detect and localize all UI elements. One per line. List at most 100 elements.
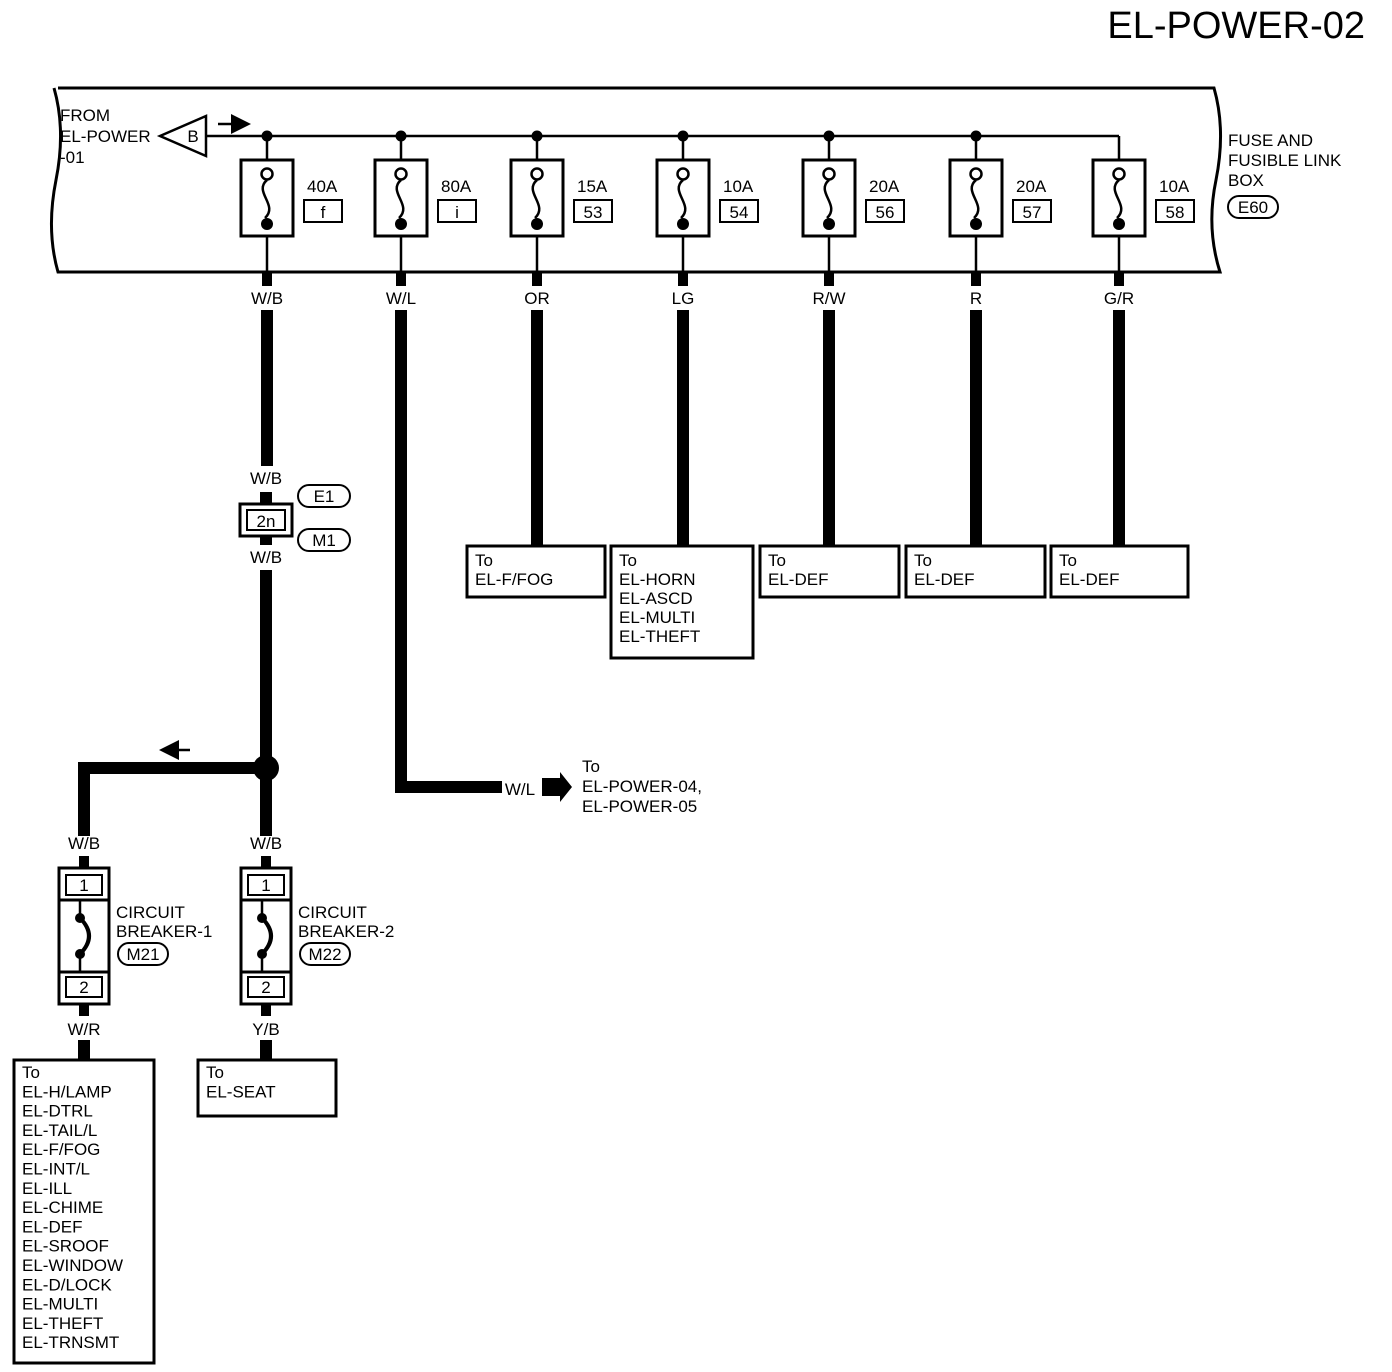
destination-label: EL-SEAT bbox=[206, 1082, 276, 1101]
fuse-terminal-top bbox=[394, 167, 408, 181]
wire-color-label: OR bbox=[524, 289, 550, 308]
breaker-contact bbox=[75, 949, 85, 959]
fuse-rating: 80A bbox=[441, 177, 472, 196]
breaker-connector-oval bbox=[117, 942, 169, 966]
breaker-connector-oval bbox=[299, 942, 351, 966]
fuse-id-box bbox=[303, 199, 343, 223]
destination-box-frame bbox=[904, 544, 1047, 599]
joint-connector-oval-e1 bbox=[297, 484, 351, 508]
destination-label: EL-DEF bbox=[768, 570, 828, 589]
fuse-terminal-top bbox=[969, 167, 983, 181]
wire-color-label: LG bbox=[672, 289, 695, 308]
destination-label: EL-INT/L bbox=[22, 1160, 90, 1179]
fuse-terminal-bottom bbox=[823, 218, 835, 230]
fuse-box-label: FUSE AND bbox=[1228, 131, 1313, 150]
fuse-element bbox=[1113, 179, 1123, 219]
destination-label: EL-THEFT bbox=[619, 627, 700, 646]
fuse-element bbox=[823, 179, 833, 219]
breaker-pin-box bbox=[247, 874, 285, 896]
destination-label: EL-ILL bbox=[22, 1179, 72, 1198]
fuse-terminal-top bbox=[1112, 167, 1126, 181]
fuse-element bbox=[677, 179, 687, 219]
destination-label: EL-D/LOCK bbox=[22, 1275, 112, 1294]
breaker-body bbox=[57, 898, 111, 974]
joint-wire-bottom: W/B bbox=[250, 548, 282, 567]
breaker-wire-out: Y/B bbox=[252, 1020, 279, 1039]
joint-wire-top: W/B bbox=[250, 469, 282, 488]
fuse-box-connector-oval bbox=[1227, 195, 1279, 219]
wire-color-label: W/B bbox=[251, 289, 283, 308]
destination-label: EL-F/FOG bbox=[475, 570, 553, 589]
fuse-rating: 20A bbox=[1016, 177, 1047, 196]
wire-color-label: R bbox=[970, 289, 982, 308]
destination-label: EL-F/FOG bbox=[22, 1140, 100, 1159]
wl-output-dest: EL-POWER-05 bbox=[582, 797, 697, 816]
fuse-rating: 15A bbox=[577, 177, 608, 196]
destination-label: EL-ASCD bbox=[619, 589, 693, 608]
destination-label: EL-SROOF bbox=[22, 1237, 109, 1256]
breaker-name: CIRCUIT bbox=[298, 903, 367, 922]
wire-wb-branch bbox=[78, 762, 266, 836]
fuse-rating: 40A bbox=[307, 177, 338, 196]
destination-box-frame bbox=[12, 1058, 156, 1365]
breaker-wire-in: W/B bbox=[250, 834, 282, 853]
joint-connector-oval-m1 bbox=[297, 528, 351, 552]
fuse-terminal-bottom bbox=[970, 218, 982, 230]
fuse-id-box bbox=[437, 199, 477, 223]
destination-box-frame bbox=[758, 544, 901, 599]
fuse-box-outline bbox=[50, 86, 1223, 274]
destination-label: EL-MULTI bbox=[619, 608, 695, 627]
fuse-element bbox=[970, 179, 980, 219]
fuse-id-box bbox=[1012, 199, 1052, 223]
fuse-f: 40A fW/B bbox=[239, 130, 343, 308]
fuse-rating: 10A bbox=[1159, 177, 1190, 196]
fuse-id: 56 bbox=[876, 203, 895, 222]
splice-dot bbox=[253, 755, 279, 781]
fuse-id-box bbox=[1155, 199, 1195, 223]
destination-box-frame bbox=[1049, 544, 1190, 599]
fuse-terminal-top bbox=[676, 167, 690, 181]
fuse-box-label: FUSIBLE LINK bbox=[1228, 151, 1342, 170]
destination-label: EL-TRNSMT bbox=[22, 1333, 119, 1352]
breaker-wire-out: W/R bbox=[67, 1020, 100, 1039]
breaker-body bbox=[239, 898, 293, 974]
fuse-terminal-top bbox=[822, 167, 836, 181]
destination-label: To bbox=[619, 551, 637, 570]
destination-label: EL-DEF bbox=[914, 570, 974, 589]
fuse-rating: 10A bbox=[723, 177, 754, 196]
fuse-id: f bbox=[321, 203, 326, 222]
destination-label: EL-DEF bbox=[22, 1217, 82, 1236]
fuses: 40AfW/B80AiW/L15A53OR10A54LG20A56R/W20A5… bbox=[239, 130, 1195, 308]
wire-color-label: R/W bbox=[812, 289, 845, 308]
destination-boxes: ToEL-F/FOGToEL-HORNEL-ASCDEL-MULTIEL-THE… bbox=[465, 544, 1190, 660]
destination-box-frame bbox=[465, 544, 607, 599]
destination-label: EL-H/LAMP bbox=[22, 1082, 112, 1101]
destination-label: To bbox=[914, 551, 932, 570]
destination-label: EL-DEF bbox=[1059, 570, 1119, 589]
fuse-id-box bbox=[865, 199, 905, 223]
fuse-terminal-bottom bbox=[531, 218, 543, 230]
breaker-name: BREAKER-2 bbox=[298, 922, 394, 941]
breaker-pin-box bbox=[65, 976, 103, 998]
destination-label: EL-CHIME bbox=[22, 1198, 103, 1217]
fuse-terminal-top bbox=[530, 167, 544, 181]
fuse-box-connector: E60 bbox=[1238, 198, 1268, 217]
fuse-terminal-bottom bbox=[677, 218, 689, 230]
breaker-wire-in: W/B bbox=[68, 834, 100, 853]
breaker-pin-bottom: 2 bbox=[261, 978, 270, 997]
joint-connector-m1: M1 bbox=[312, 531, 336, 550]
breaker-connector: M21 bbox=[126, 945, 159, 964]
page-title: EL-POWER-02 bbox=[1107, 5, 1365, 47]
breaker-destination-box: ToEL-H/LAMPEL-DTRLEL-TAIL/LEL-F/FOGEL-IN… bbox=[12, 1058, 156, 1365]
wires bbox=[78, 272, 1125, 1060]
destination-label: To bbox=[1059, 551, 1077, 570]
